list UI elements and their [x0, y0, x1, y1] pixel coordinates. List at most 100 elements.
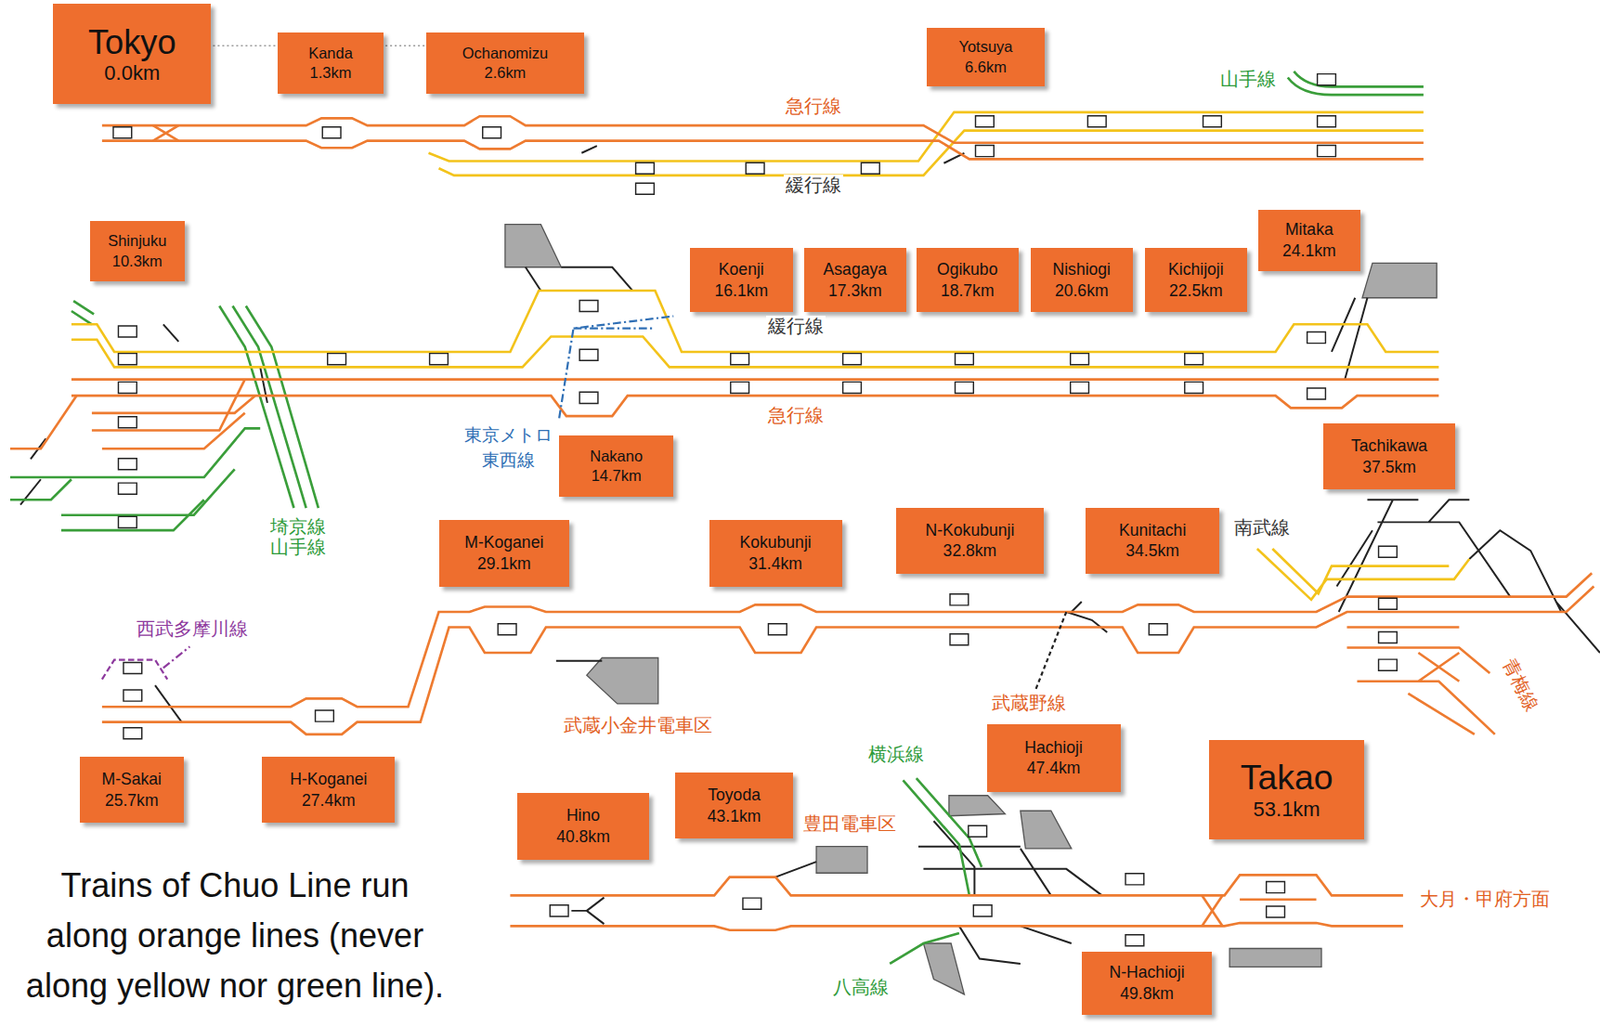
line-label: 青梅線: [1496, 654, 1545, 718]
orange-track: [102, 141, 1424, 160]
line-label: 横浜線: [866, 743, 926, 767]
line-label: 山手線: [1218, 68, 1278, 92]
line-label: 緩行線: [783, 174, 844, 197]
green-track: [889, 933, 960, 964]
station-box: Shinjuku10.3km: [90, 221, 185, 282]
station-name: M-Sakai: [102, 768, 162, 791]
station-name: Hachioji: [1024, 737, 1083, 759]
line-label: 急行線: [783, 96, 844, 119]
station-box: Kunitachi34.5km: [1085, 507, 1220, 573]
station-distance: 17.3km: [828, 280, 883, 302]
line-label: 東京メトロ 東西線: [460, 422, 557, 473]
station-name: Koenji: [718, 259, 765, 281]
station-name: Hino: [566, 805, 600, 827]
depot-shape: [1229, 949, 1322, 968]
dotted-connector: [385, 44, 425, 47]
line-label: 埼京線 山手線: [265, 517, 330, 559]
green-track: [1287, 77, 1424, 95]
station-box: Koenji16.1km: [689, 247, 794, 313]
station-distance: 27.4km: [301, 790, 356, 812]
station-box: Kichijoji22.5km: [1144, 247, 1248, 313]
dotted-connector: [212, 44, 275, 47]
station-distance: 49.8km: [1119, 983, 1174, 1005]
station-distance: 47.4km: [1027, 757, 1081, 780]
station-name: Takao: [1240, 757, 1334, 798]
station-distance: 10.3km: [112, 251, 163, 272]
station-box: M-Koganei29.1km: [439, 520, 571, 586]
station-box: Mitaka24.1km: [1258, 209, 1361, 272]
line-label: 南武線: [1232, 517, 1292, 540]
station-distance: 25.7km: [104, 790, 159, 812]
station-distance: 53.1km: [1253, 797, 1321, 821]
station-name: Nishiogi: [1053, 259, 1112, 281]
green-track: [71, 300, 94, 325]
station-box: H-Koganei27.4km: [261, 756, 395, 822]
orange-track: [1201, 895, 1316, 926]
station-name: Toyoda: [707, 784, 761, 807]
station-distance: 14.7km: [591, 466, 642, 486]
line-label: 緩行線: [766, 315, 826, 339]
station-distance: 40.8km: [556, 826, 611, 848]
depot-shape: [586, 657, 659, 703]
yellow-track: [439, 130, 1424, 176]
station-box: N-Hachioji49.8km: [1081, 951, 1213, 1015]
orange-track: [71, 395, 1439, 417]
station-box: Asagaya17.3km: [804, 247, 907, 313]
siding-track: [525, 267, 633, 291]
station-name: Mitaka: [1285, 219, 1334, 241]
station-name: Tachikawa: [1351, 435, 1428, 457]
station-box: Yotsuya6.6km: [926, 27, 1045, 88]
station-box: Kokubunji31.4km: [709, 520, 843, 586]
line-label: 八高線: [831, 976, 891, 1000]
station-name: N-Hachioji: [1109, 962, 1185, 984]
station-box: Hachioji47.4km: [987, 724, 1121, 793]
yellow-track-group: [71, 112, 1470, 600]
station-name: Shinjuku: [107, 231, 167, 251]
station-box: Ogikubo18.7km: [916, 247, 1019, 313]
other-line-group: [102, 316, 1067, 690]
station-name: Kichijoji: [1168, 259, 1224, 281]
station-distance: 29.1km: [477, 553, 532, 575]
line-label: 大月・甲府方面: [1417, 888, 1552, 911]
station-box: Kanda1.3km: [277, 32, 384, 94]
station-box: Nakano14.7km: [559, 435, 674, 497]
musashino-line: [1035, 611, 1067, 690]
green-track: [219, 306, 319, 508]
platform: [113, 74, 1397, 947]
depot-shape: [1020, 810, 1072, 849]
station-distance: 18.7km: [940, 280, 995, 302]
station-name: Nakano: [589, 446, 643, 467]
station-name: Tokyo: [88, 23, 177, 63]
station-distance: 31.4km: [748, 553, 803, 575]
green-track: [1293, 71, 1424, 87]
station-name: Kanda: [308, 43, 353, 64]
station-name: M-Koganei: [464, 532, 544, 554]
station-box: M-Sakai25.7km: [79, 756, 184, 822]
station-name: N-Kokubunji: [925, 520, 1015, 542]
orange-track: [153, 125, 179, 141]
station-name: H-Koganei: [289, 768, 367, 791]
depot-shape: [505, 224, 561, 268]
station-name: Yotsuya: [958, 37, 1013, 57]
line-label: 豊田電車区: [801, 813, 898, 836]
station-distance: 34.5km: [1125, 540, 1180, 562]
station-box: Nishiogi20.6km: [1030, 247, 1133, 313]
line-label: 武蔵小金井電車区: [561, 715, 715, 739]
siding-track: [155, 661, 602, 723]
siding-track: [775, 820, 1103, 964]
station-distance: 16.1km: [714, 280, 768, 302]
yellow-track: [1257, 548, 1470, 600]
orange-track: [509, 923, 1403, 931]
siding-track: [571, 897, 604, 925]
station-distance: 0.0km: [104, 61, 160, 85]
station-box: N-Kokubunji32.8km: [896, 507, 1044, 573]
seibu-line: [163, 646, 191, 668]
depot-shape: [1362, 262, 1437, 298]
orange-track: [71, 377, 1439, 381]
orange-track-group: [10, 116, 1594, 931]
depot-shape: [923, 943, 964, 995]
tozai-line: [559, 316, 674, 419]
station-box: Toyoda43.1km: [675, 772, 793, 839]
station-box: Tokyo0.0km: [52, 3, 211, 105]
